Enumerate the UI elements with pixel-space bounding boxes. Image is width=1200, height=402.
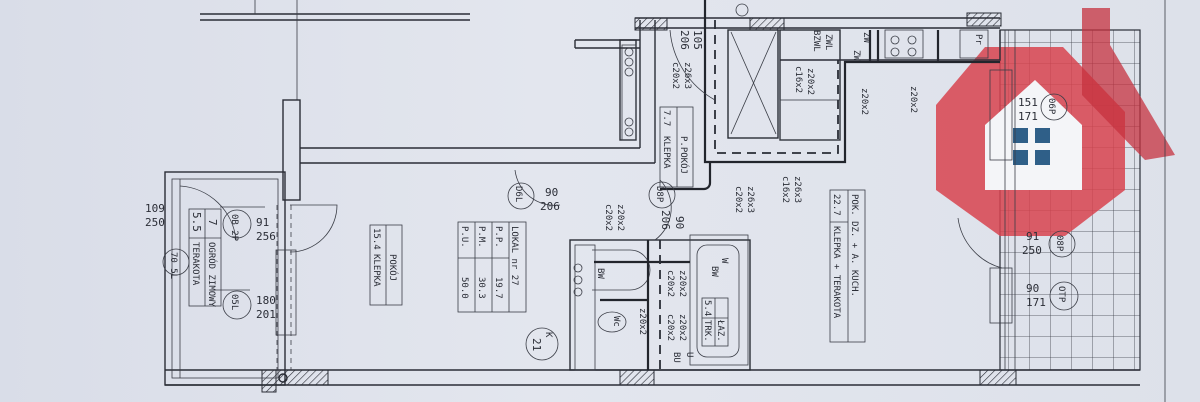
door-tag: D8P: [654, 186, 664, 203]
door-width: 90: [1026, 282, 1039, 295]
pipe-labels: z26x3 c20x2 z20x2 c16x2 z20x2 z20x2 z26x…: [603, 62, 918, 341]
room-floor: TRK.: [702, 320, 712, 342]
fixture-label: BW: [595, 268, 605, 279]
pipe-label: c20x2: [670, 62, 680, 89]
pu-label: P.U.: [459, 226, 469, 248]
stair-number: 21: [530, 338, 543, 351]
room-living-kitchen: POK. DZ. + A. KUCH. 22.7 KLEPKA + TERAKO…: [829, 189, 866, 343]
door-height: 206: [540, 200, 560, 213]
fixture-label: W: [719, 258, 729, 264]
pipe-label: c20x2: [603, 204, 613, 231]
door-height: 256: [256, 230, 276, 243]
pipe-label: z26x3: [792, 176, 802, 203]
door-tag: D6L: [513, 186, 523, 202]
pipe-label: z20x2: [677, 314, 687, 341]
fixture-label: U: [684, 352, 694, 357]
pipe-label: z20x2: [859, 88, 869, 115]
fixture-label: Wc: [611, 316, 621, 327]
house-logo: [936, 8, 1175, 236]
door-height: 201: [256, 308, 276, 321]
room-name: P.POKÓJ: [678, 136, 690, 174]
fixture-label: BW: [709, 266, 719, 277]
room-floor: KLEPKA: [661, 136, 671, 169]
fixture-label: BZWL: [811, 30, 821, 52]
door-width: 91: [1026, 230, 1039, 243]
room-name: POKÓJ: [387, 254, 399, 281]
room-bathroom: ŁAZ. 5.4 TRK.: [701, 297, 729, 347]
door-width: 105: [691, 30, 704, 50]
room-name: OGRÓD ZIMOWY: [206, 242, 218, 308]
door-height: 250: [1022, 244, 1042, 257]
pm-value: 30.3: [476, 277, 486, 299]
room-area: 15.4: [371, 228, 381, 250]
walls: [164, 0, 1166, 402]
room-name: ŁAZ.: [715, 319, 725, 342]
door-width: 151: [1018, 96, 1038, 109]
door-height: 250: [145, 216, 165, 229]
fixture-label: ZW: [861, 32, 871, 43]
door-tag: OTP: [1056, 286, 1066, 303]
door-width: 109: [145, 202, 165, 215]
fixture-label: ZWL: [823, 34, 833, 50]
pipe-label: z20x2: [805, 68, 815, 95]
door-width: 91: [256, 216, 269, 229]
pipe-label: c20x2: [665, 314, 675, 341]
pipe-label: z20x2: [677, 270, 687, 297]
door-height: 171: [1026, 296, 1046, 309]
pipe-label: c20x2: [733, 186, 743, 213]
room-floor: TERAKOTA: [190, 242, 200, 286]
door-width: 90: [545, 186, 558, 199]
apartment-title: LOKAL nr 27: [509, 226, 519, 286]
pipe-label: z20x2: [908, 86, 918, 113]
door-tags: 0B 2P 91 256 05L 180 201 D6L 90 206 D8P …: [145, 30, 1079, 321]
room-hall: P.POKÓJ 7.7 KLEPKA: [659, 106, 694, 188]
room-area: 5.5: [190, 212, 203, 232]
room-winter-garden: 7 5.5 OGRÓD ZIMOWY TERAKOTA: [188, 208, 222, 308]
stair-letter: K: [543, 332, 553, 338]
pipe-label: z26x3: [682, 62, 692, 89]
pp-value: 19.7: [493, 277, 503, 299]
pipe-label: z26x3: [745, 186, 755, 213]
door-height: 206: [678, 30, 691, 50]
pipe-label: c16x2: [780, 176, 790, 203]
door-tag: 70 5L: [168, 252, 178, 279]
window-icon: [1013, 128, 1028, 143]
door-tag: 08P: [1054, 235, 1064, 252]
room-floor: KLEPKA: [371, 254, 381, 287]
room-area: 7.7: [661, 110, 671, 126]
apartment-table: LOKAL nr 27 P.P. 19.7 P.M. 30.3 P.U. 50.…: [457, 221, 527, 313]
room-floor: KLEPKA + TERAKOTA: [831, 226, 841, 319]
pu-value: 50.0: [459, 277, 469, 299]
pipe-label: c20x2: [665, 270, 675, 297]
room-area: 22.7: [831, 194, 841, 216]
fixture-label: BU: [671, 352, 681, 363]
pp-label: P.P.: [493, 226, 503, 248]
fixture-label: Pr: [973, 34, 983, 45]
fixture-labels: ZWL BZWL ZW ZW Pr BW W BW Wc U BU: [595, 30, 983, 363]
pipe-label: z20x2: [615, 204, 625, 231]
room-number: 7: [206, 219, 219, 226]
fixture-label: ZW: [851, 50, 861, 61]
pipe-label: c16x2: [793, 66, 803, 93]
door-width: 90: [673, 216, 686, 229]
room-pokoj: POKÓJ 15.4 KLEPKA: [369, 224, 403, 306]
door-tag: 0B 2P: [229, 214, 239, 242]
stair-tag: K 21: [525, 327, 559, 361]
room-area: 5.4: [702, 300, 712, 316]
pipe-label: z20x2: [637, 308, 647, 335]
pm-label: P.M.: [476, 226, 486, 248]
room-name: POK. DZ. + A. KUCH.: [849, 194, 859, 297]
door-tag: 05L: [229, 294, 239, 310]
door-tag: 06P: [1046, 98, 1056, 115]
door-width: 180: [256, 294, 276, 307]
door-height: 206: [659, 210, 672, 230]
door-height: 171: [1018, 110, 1038, 123]
